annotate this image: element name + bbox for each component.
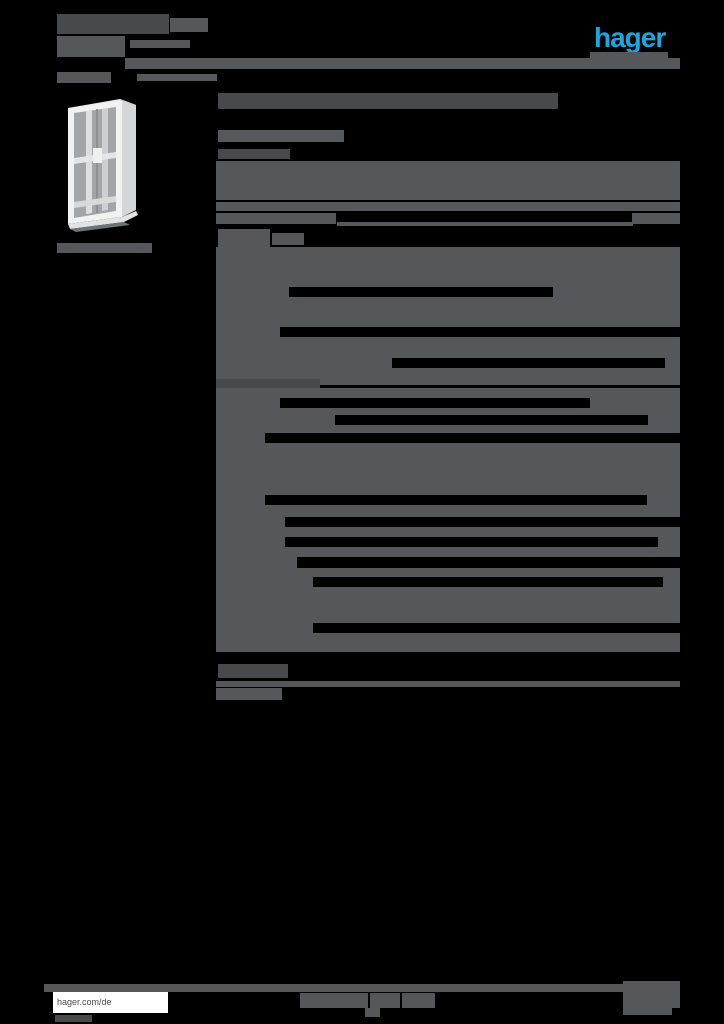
footer-center-bar-3 — [402, 993, 435, 1008]
link-tooltip: hager.com/de — [53, 991, 168, 1013]
para-bar-03a — [216, 213, 336, 224]
spec-bar-10b — [647, 495, 680, 505]
para-bar-07a — [216, 287, 289, 297]
image-caption-bar — [57, 243, 152, 253]
spec-bar-20 — [216, 615, 680, 623]
doc-subtitle-bar — [218, 130, 344, 142]
header-ref-line-2 — [57, 36, 125, 57]
note-bar-02 — [216, 688, 282, 700]
spec-bar-02 — [216, 388, 680, 398]
logo-underline — [590, 52, 668, 58]
spec-bar-22 — [216, 633, 680, 652]
spec-bar-03a — [216, 398, 280, 408]
para-bar-08 — [216, 297, 680, 327]
doc-title-bar — [218, 93, 558, 109]
spec-bar-19 — [216, 587, 680, 615]
spec-bar-16 — [216, 557, 297, 568]
spec-bar-17 — [216, 568, 680, 577]
header-ref-line-3b — [137, 74, 217, 81]
spec-bar-07 — [216, 433, 265, 443]
header-ref-line-3 — [57, 72, 111, 83]
section2-heading-bar — [216, 379, 320, 389]
footer-right-block — [623, 981, 680, 1008]
para-bar-09 — [216, 327, 280, 337]
spec-bar-21 — [216, 623, 313, 633]
para-bar-10 — [216, 337, 680, 358]
para-bar-04 — [337, 222, 633, 226]
section1-heading-bar — [218, 149, 290, 159]
note-bar-01 — [216, 681, 680, 687]
header-ref-line-2b — [130, 40, 190, 48]
para-bar-11b — [665, 358, 680, 368]
spec-bar-14a — [216, 537, 285, 547]
footer-link[interactable]: hager.com/de — [57, 996, 112, 1007]
spec-bar-10a — [216, 495, 265, 505]
header-ref-line-1 — [57, 14, 169, 34]
spec-bar-18a — [216, 577, 313, 587]
footer-left-bottom-bar — [55, 1015, 92, 1022]
para-bar-12 — [216, 368, 680, 380]
spec-bar-15 — [216, 547, 680, 557]
spec-bar-11 — [216, 505, 680, 517]
spec-bar-12 — [216, 517, 285, 527]
footer-center-bar-1 — [300, 993, 368, 1008]
hager-logo: hager — [594, 22, 666, 53]
para-bar-05b — [272, 233, 304, 245]
spec-bar-03b — [590, 398, 680, 408]
header-rule — [125, 58, 680, 69]
spec-bar-09 — [216, 483, 680, 495]
spec-bar-08 — [216, 443, 680, 483]
footer-center-descender — [365, 1008, 380, 1017]
para-bar-06 — [216, 247, 680, 287]
para-bar-11a — [216, 358, 392, 368]
footer-band — [44, 984, 624, 992]
spec-bar-05b — [648, 415, 680, 425]
header-ref-line-1b — [170, 18, 208, 32]
para-bar-07b — [553, 287, 680, 297]
spec-bar-14b — [658, 537, 680, 547]
spec-bar-04 — [216, 408, 680, 415]
product-image-enclosure — [68, 99, 138, 232]
para-bar-03b — [632, 213, 680, 224]
spec-bar-05a — [216, 415, 335, 425]
spec-bar-06 — [216, 425, 680, 433]
section3-heading-bar — [218, 664, 288, 678]
para-bar-01 — [216, 161, 680, 200]
spec-bar-01 — [320, 380, 680, 385]
para-bar-05a — [218, 229, 270, 247]
footer-right-block-2 — [623, 1008, 672, 1015]
footer-center-bar-2 — [370, 993, 400, 1008]
spec-bar-13 — [216, 527, 680, 537]
spec-bar-18b — [663, 577, 680, 587]
para-bar-02 — [216, 202, 680, 211]
